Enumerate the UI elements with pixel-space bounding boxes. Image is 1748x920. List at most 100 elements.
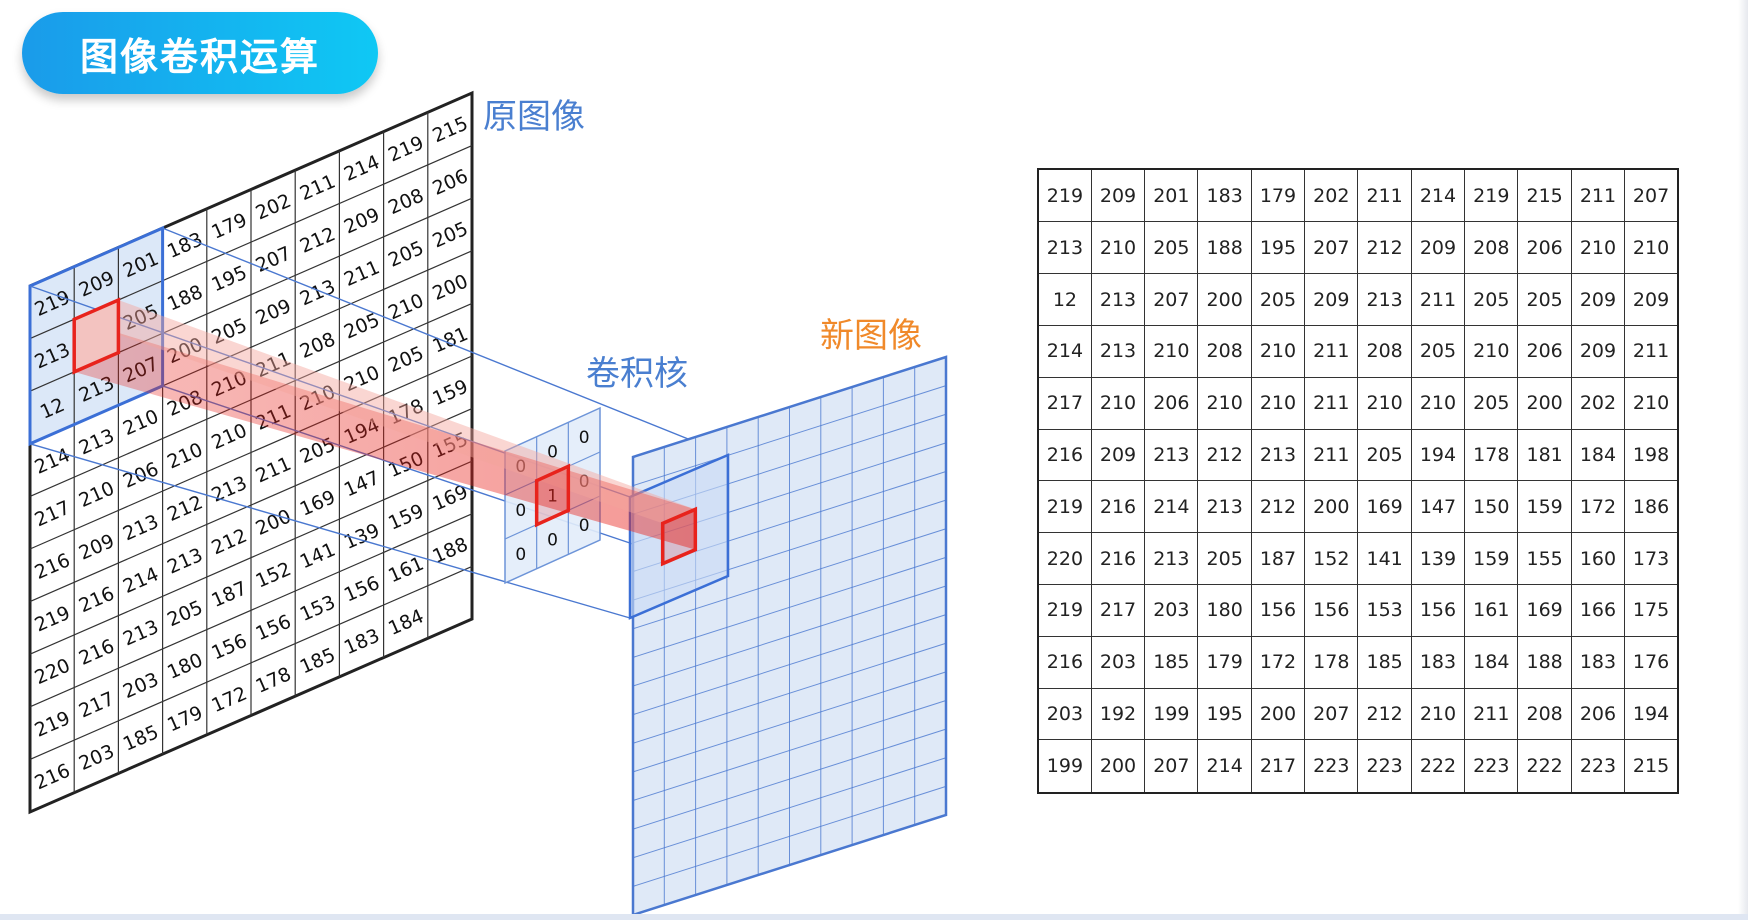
table-cell: 209 <box>1090 168 1146 223</box>
table-cell: 188 <box>1197 221 1252 275</box>
table-cell: 183 <box>1570 635 1626 689</box>
table-cell: 200 <box>1197 273 1252 327</box>
table-cell: 12 <box>1037 273 1092 327</box>
table-cell: 184 <box>1570 428 1626 482</box>
kernel-value: 0 <box>579 428 590 448</box>
new-grid-line <box>632 556 947 658</box>
table-cell: 211 <box>1304 325 1359 378</box>
table-cell: 219 <box>1037 168 1092 223</box>
table-cell: 206 <box>1570 687 1626 741</box>
table-cell: 172 <box>1570 480 1626 534</box>
grid-line <box>29 565 473 760</box>
page-edge-bottom <box>0 914 1748 920</box>
table-cell: 214 <box>1144 480 1199 534</box>
table-cell: 166 <box>1570 584 1626 637</box>
table-cell: 185 <box>1144 635 1199 689</box>
table-cell: 150 <box>1464 480 1519 534</box>
table-cell: 205 <box>1250 273 1306 327</box>
table-cell: 205 <box>1464 376 1519 430</box>
table-cell: 222 <box>1517 739 1572 794</box>
table-cell: 219 <box>1037 584 1092 637</box>
table-cell: 223 <box>1357 739 1412 794</box>
table-cell: 208 <box>1197 325 1252 378</box>
table-cell: 210 <box>1464 325 1519 378</box>
table-cell: 161 <box>1464 584 1519 637</box>
kernel-value: 0 <box>515 545 526 565</box>
kernel-label: 卷积核 <box>586 354 688 394</box>
table-cell: 206 <box>1144 376 1199 430</box>
table-cell: 209 <box>1570 325 1626 378</box>
table-cell: 212 <box>1357 221 1412 275</box>
table-cell: 209 <box>1304 273 1359 327</box>
table-cell: 178 <box>1304 635 1359 689</box>
table-cell: 160 <box>1570 532 1626 586</box>
table-cell: 195 <box>1197 687 1252 741</box>
table-cell: 139 <box>1410 532 1466 586</box>
new-image-plane <box>628 355 948 917</box>
table-cell: 211 <box>1464 687 1519 741</box>
table-cell: 208 <box>1357 325 1412 378</box>
table-cell: 200 <box>1304 480 1359 534</box>
new-grid-line <box>632 385 947 487</box>
table-cell: 156 <box>1250 584 1306 637</box>
table-cell: 187 <box>1250 532 1306 586</box>
table-cell: 216 <box>1037 635 1092 689</box>
original-image-label: 原图像 <box>483 97 585 137</box>
beam-top-face <box>74 300 696 524</box>
kernel-value: 0 <box>515 501 526 521</box>
table-cell: 211 <box>1357 168 1412 223</box>
table-cell: 186 <box>1624 480 1679 534</box>
highlight-beam <box>72 297 698 567</box>
table-cell: 185 <box>1357 635 1412 689</box>
new-image-label: 新图像 <box>820 316 922 356</box>
table-cell: 156 <box>1410 584 1466 637</box>
table-cell: 211 <box>1624 325 1679 378</box>
table-cell: 217 <box>1090 584 1146 637</box>
table-cell: 210 <box>1090 221 1146 275</box>
table-cell: 207 <box>1144 273 1199 327</box>
new-grid-line <box>632 671 947 773</box>
table-cell: 223 <box>1464 739 1519 794</box>
table-cell: 206 <box>1517 221 1572 275</box>
table-cell: 201 <box>1144 168 1199 223</box>
table-cell: 212 <box>1357 687 1412 741</box>
page-title: 图像卷积运算 <box>79 34 320 79</box>
highlight-kernel-cell <box>534 463 571 528</box>
table-cell: 211 <box>1304 376 1359 430</box>
table-cell: 208 <box>1517 687 1572 741</box>
table-cell: 219 <box>1464 168 1519 223</box>
table-cell: 205 <box>1197 532 1252 586</box>
table-cell: 159 <box>1517 480 1572 534</box>
table-cell: 179 <box>1250 168 1306 223</box>
table-cell: 210 <box>1250 376 1306 430</box>
table-cell: 206 <box>1517 325 1572 378</box>
table-cell: 199 <box>1144 687 1199 741</box>
table-cell: 216 <box>1090 480 1146 534</box>
table-cell: 194 <box>1410 428 1466 482</box>
table-cell: 215 <box>1517 168 1572 223</box>
table-cell: 223 <box>1570 739 1626 794</box>
new-grid-line <box>632 528 947 630</box>
grid-line <box>29 513 473 708</box>
table-cell: 198 <box>1624 428 1679 482</box>
table-cell: 153 <box>1357 584 1412 637</box>
table-cell: 210 <box>1410 376 1466 430</box>
table-cell: 214 <box>1037 325 1092 378</box>
table-cell: 213 <box>1197 480 1252 534</box>
table-cell: 179 <box>1197 635 1252 689</box>
new-grid-line <box>632 614 947 716</box>
table-cell: 213 <box>1037 221 1092 275</box>
table-cell: 210 <box>1410 687 1466 741</box>
table-cell: 213 <box>1357 273 1412 327</box>
page-edge-right <box>1738 0 1748 920</box>
table-cell: 188 <box>1517 635 1572 689</box>
table-cell: 203 <box>1090 635 1146 689</box>
